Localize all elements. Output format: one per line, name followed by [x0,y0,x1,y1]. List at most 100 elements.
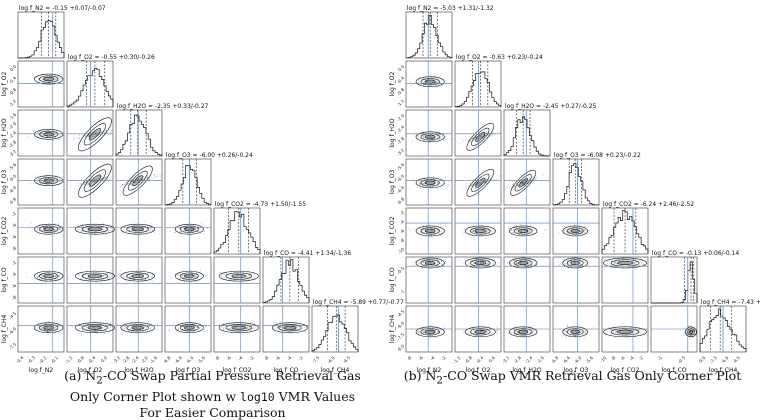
sample-point [56,79,57,80]
sample-point [197,228,198,229]
sample-point [191,272,192,273]
sample-point [436,229,437,230]
sample-point [43,326,44,327]
sample-point [424,179,425,180]
contour-level [132,274,144,278]
sample-point [486,229,487,230]
sample-point [231,279,232,280]
sample-point [437,183,438,184]
sample-point [424,183,425,184]
sample-point [54,80,55,81]
sample-point [59,139,60,140]
sample-point [123,187,124,188]
contour-level [132,227,144,231]
sample-point [144,329,145,330]
sample-point [426,186,427,187]
sample-point [44,81,45,82]
sample-point [423,131,424,132]
x-tick-label: -0.4 [87,355,97,365]
sample-point [469,140,470,141]
sample-point [431,77,432,78]
histogram-b-3: log f_O3 = -6.08 +0.23/-0.22 [553,152,641,205]
sample-point [93,273,94,274]
sample-point [96,273,97,274]
sample-point [38,132,39,133]
sample-point [80,183,81,184]
sample-point [431,235,432,236]
sample-point [140,331,141,332]
sample-point [51,75,52,76]
sample-point [56,78,57,79]
sample-point [41,181,42,182]
sample-point [426,227,427,228]
y-tick-label: -4 [399,219,406,226]
sample-point [60,181,61,182]
sample-point [252,329,253,330]
sample-point [475,183,476,184]
sample-point [231,326,232,327]
x-tick-label: -2 [297,355,304,362]
sample-point [497,176,498,177]
sample-point [171,277,172,278]
sample-point [438,224,439,225]
sample-point [241,282,242,283]
sample-point [102,277,103,278]
sample-point [39,182,40,183]
sample-point [231,274,232,275]
sample-point [486,231,487,232]
sample-point [79,137,80,138]
sample-point [111,176,112,177]
sample-point [423,138,424,139]
sample-point [37,327,38,328]
sample-point [157,324,158,325]
sample-point [191,274,192,275]
sample-point [61,228,62,229]
sample-point [421,84,422,85]
sample-point [536,178,537,179]
sample-point [79,275,80,276]
sample-point [482,228,483,229]
sample-point [56,328,57,329]
sample-point [83,282,84,283]
sample-point [103,329,104,330]
sample-point [491,135,492,136]
sample-point [250,328,251,329]
sample-point [437,183,438,184]
sample-point [86,329,87,330]
sample-point [424,82,425,83]
sample-point [195,326,196,327]
sample-point [234,278,235,279]
sample-point [42,138,43,139]
sample-point [277,327,278,328]
sample-point [88,231,89,232]
sample-point [429,224,430,225]
sample-point [249,274,250,275]
sample-point [55,277,56,278]
sample-point [527,182,528,183]
sample-point [121,185,122,186]
sample-point [129,324,130,325]
sample-point [423,81,424,82]
sample-point [492,181,493,182]
sample-point [152,229,153,230]
sample-point [41,232,42,233]
sample-point [512,184,513,185]
sample-point [434,233,435,234]
sample-point [230,277,231,278]
y-tick-label: -5.6 [8,162,18,172]
histogram-a-2: log f_H2O = -2.35 +0.33/-0.27 [116,103,209,156]
sample-point [179,275,180,276]
sample-point [36,78,37,79]
sample-point [57,177,58,178]
sample-point [173,229,174,230]
contour-level [88,326,102,330]
sample-point [58,275,59,276]
sample-point [424,183,425,184]
sample-point [200,233,201,234]
y-axis-label: log f_CO2 [389,216,396,245]
sample-point [417,135,418,136]
sample-point [110,322,111,323]
sample-point [41,277,42,278]
x-tick-label: -2.4 [130,355,140,365]
sample-point [423,140,424,141]
